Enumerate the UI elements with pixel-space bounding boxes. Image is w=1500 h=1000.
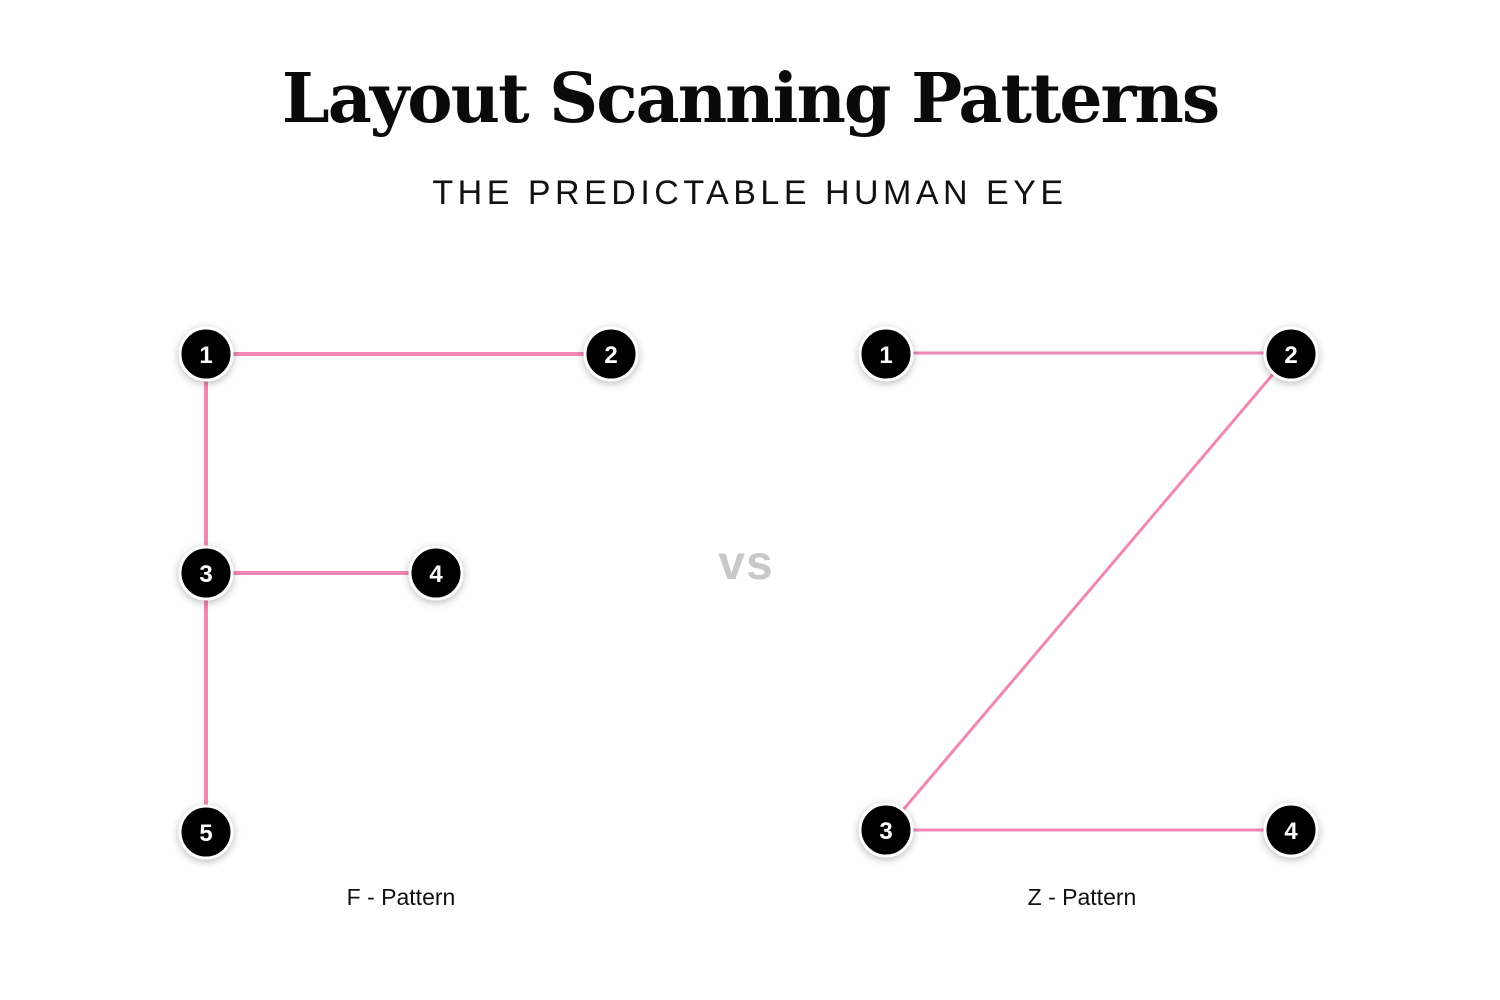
diagram-subtitle: THE PREDICTABLE HUMAN EYE xyxy=(432,174,1068,212)
z-node-3-label: 3 xyxy=(879,818,892,845)
z-node-2-label: 2 xyxy=(1284,342,1297,369)
f-node-5: 5 xyxy=(178,804,234,860)
z-node-1: 1 xyxy=(858,326,914,382)
z-node-4-label: 4 xyxy=(1284,818,1298,845)
diagram-title: Layout Scanning Patterns xyxy=(281,59,1220,139)
f-node-4-label: 4 xyxy=(429,561,443,588)
f-node-2-label: 2 xyxy=(604,342,617,369)
z-pattern-caption: Z - Pattern xyxy=(1027,884,1137,910)
f-node-5-label: 5 xyxy=(199,820,212,847)
f-pattern-lines xyxy=(204,352,613,834)
z-node-4: 4 xyxy=(1263,802,1319,858)
f-node-3: 3 xyxy=(178,545,234,601)
f-pattern-nodes: 1 2 3 4 5 xyxy=(178,326,639,860)
z-pattern-lines xyxy=(884,351,1293,832)
z-node-2: 2 xyxy=(1263,326,1319,382)
vs-separator: vs xyxy=(718,537,774,590)
z-node-1-label: 1 xyxy=(879,342,892,369)
f-pattern-caption: F - Pattern xyxy=(346,884,456,910)
f-node-1: 1 xyxy=(178,326,234,382)
f-node-4: 4 xyxy=(408,545,464,601)
z-node-3: 3 xyxy=(858,802,914,858)
z-pattern-nodes: 1 2 3 4 xyxy=(858,326,1319,858)
f-node-2: 2 xyxy=(583,326,639,382)
f-node-1-label: 1 xyxy=(199,342,212,369)
f-node-3-label: 3 xyxy=(199,561,212,588)
z-edge-2-3 xyxy=(884,351,1293,832)
